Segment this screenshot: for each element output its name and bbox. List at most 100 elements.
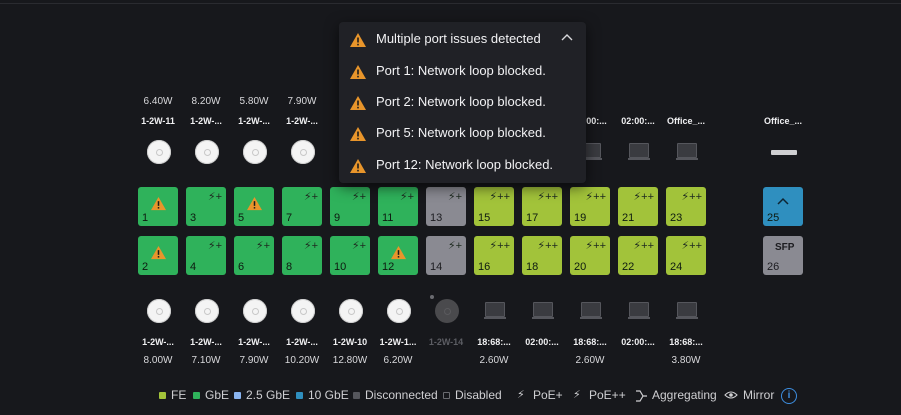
top-device-name: 02:00:... bbox=[621, 116, 655, 126]
bottom-device-name: 1-2W-... bbox=[190, 337, 222, 347]
legend-label: PoE++ bbox=[589, 388, 626, 402]
swatch bbox=[443, 392, 450, 399]
port-17[interactable]: ⚡++17 bbox=[522, 187, 562, 226]
poe-plus-plus-icon: ⚡++ bbox=[585, 191, 606, 203]
poe-plus-plus-icon: ⚡++ bbox=[585, 240, 606, 252]
port-number: 16 bbox=[478, 261, 491, 273]
port-19[interactable]: ⚡++19 bbox=[570, 187, 610, 226]
port-20[interactable]: ⚡++ 20 bbox=[570, 236, 610, 275]
bottom-device-name: 1-2W-14 bbox=[428, 337, 464, 347]
port-13[interactable]: ⚡+ 13 bbox=[426, 187, 466, 226]
poe-plus-icon: ⚡+ bbox=[303, 191, 318, 203]
port-3[interactable]: ⚡+3 bbox=[186, 187, 226, 226]
port-24[interactable]: ⚡++24 bbox=[666, 236, 706, 275]
port-26[interactable]: SFP 26 bbox=[763, 236, 803, 275]
swatch bbox=[296, 392, 303, 399]
port-21[interactable]: ⚡++ 21 bbox=[618, 187, 658, 226]
port-9[interactable]: ⚡+9 bbox=[330, 187, 370, 226]
port-6[interactable]: ⚡+6 bbox=[234, 236, 274, 275]
warning-icon bbox=[150, 196, 167, 216]
warning-icon bbox=[350, 33, 366, 47]
monitor-base bbox=[532, 317, 554, 319]
bottom-device-name: 18:68:... bbox=[477, 337, 511, 347]
port-number: 23 bbox=[670, 212, 683, 224]
bottom-device-name: 1-2W-... bbox=[238, 337, 270, 347]
top-wattage: 7.90W bbox=[287, 96, 317, 107]
bottom-device-name: 18:68:... bbox=[669, 337, 703, 347]
top-wattage: 5.80W bbox=[239, 96, 269, 107]
port-5[interactable]: 5 bbox=[234, 187, 274, 226]
poe-plus-icon: ⚡+ bbox=[447, 240, 462, 252]
warning-icon bbox=[246, 196, 263, 216]
port-number: 17 bbox=[526, 212, 539, 224]
bottom-device-name: 02:00:... bbox=[621, 337, 655, 347]
computer-icon bbox=[532, 302, 554, 319]
poe-plus-plus-icon: ⚡++ bbox=[633, 191, 654, 203]
port-number: 3 bbox=[190, 212, 197, 224]
port-number: 12 bbox=[382, 261, 395, 273]
chevron-up-icon[interactable] bbox=[560, 30, 574, 44]
bottom-wattage: 8.00W bbox=[143, 355, 173, 366]
port-7[interactable]: ⚡+7 bbox=[282, 187, 322, 226]
port-number: 10 bbox=[334, 261, 347, 273]
top-device-name: 1-2W-... bbox=[286, 116, 318, 126]
port-number: 1 bbox=[142, 212, 149, 224]
computer-icon bbox=[676, 302, 698, 319]
uplink-name: Office_... bbox=[763, 116, 802, 126]
poe-plus-icon: ⚡+ bbox=[303, 240, 318, 252]
bottom-wattage: 7.90W bbox=[239, 355, 269, 366]
bottom-device-name: 02:00:... bbox=[525, 337, 559, 347]
info-icon[interactable]: i bbox=[781, 388, 797, 404]
port-number: 13 bbox=[430, 212, 443, 224]
popup-item-text: Port 2: Network loop blocked. bbox=[376, 94, 546, 109]
monitor-screen bbox=[677, 143, 697, 158]
bottom-wattage: 3.80W bbox=[671, 355, 701, 366]
warning-icon bbox=[350, 96, 366, 110]
port-22[interactable]: ⚡++22 bbox=[618, 236, 658, 275]
port-10[interactable]: ⚡+10 bbox=[330, 236, 370, 275]
port-12[interactable]: 12 bbox=[378, 236, 418, 275]
bottom-device-name: 18:68:... bbox=[573, 337, 607, 347]
computer-icon bbox=[484, 302, 506, 319]
port-4[interactable]: ⚡+4 bbox=[186, 236, 226, 275]
port-number: 21 bbox=[622, 212, 635, 224]
port-25[interactable]: 25 bbox=[763, 187, 803, 226]
computer-icon bbox=[580, 302, 602, 319]
port-14[interactable]: ⚡+14 bbox=[426, 236, 466, 275]
top-divider bbox=[0, 3, 901, 4]
computer-icon bbox=[676, 143, 698, 160]
port-number: 25 bbox=[767, 212, 780, 224]
top-device-name: 02:00:... bbox=[573, 116, 607, 126]
port-18[interactable]: ⚡++18 bbox=[522, 236, 562, 275]
port-16[interactable]: ⚡++ 16 bbox=[474, 236, 514, 275]
chevron-up-icon bbox=[777, 194, 789, 208]
port-15[interactable]: ⚡++15 bbox=[474, 187, 514, 226]
aggregating-icon bbox=[636, 390, 647, 402]
port-8[interactable]: ⚡+ 8 bbox=[282, 236, 322, 275]
poe-plus-icon: ⚡+ bbox=[447, 191, 462, 203]
bottom-wattage: 10.20W bbox=[284, 355, 320, 366]
port-number: 20 bbox=[574, 261, 587, 273]
bottom-wattage: 2.60W bbox=[575, 355, 605, 366]
top-device-name: 1-2W-... bbox=[190, 116, 222, 126]
access-point-icon bbox=[195, 140, 219, 164]
poe-plus-plus-icon: ⚡++ bbox=[681, 240, 702, 252]
monitor-screen bbox=[677, 302, 697, 317]
port-number: 8 bbox=[286, 261, 293, 273]
access-point-icon bbox=[195, 299, 219, 323]
port-number: 22 bbox=[622, 261, 635, 273]
top-wattage: 6.40W bbox=[143, 96, 173, 107]
port-11[interactable]: ⚡+11 bbox=[378, 187, 418, 226]
poe-plus-plus-icon: ⚡++ bbox=[537, 240, 558, 252]
popup-item-text: Port 5: Network loop blocked. bbox=[376, 125, 546, 140]
swatch bbox=[193, 392, 200, 399]
legend-label: FE bbox=[171, 388, 187, 402]
port-issues-popup: Multiple port issues detected Port 1: Ne… bbox=[339, 22, 586, 183]
monitor-base bbox=[484, 317, 506, 319]
poe-plus-plus-icon: ⚡++ bbox=[489, 240, 510, 252]
popup-item-text: Port 1: Network loop blocked. bbox=[376, 63, 546, 78]
port-23[interactable]: ⚡++23 bbox=[666, 187, 706, 226]
port-1[interactable]: 1 bbox=[138, 187, 178, 226]
access-point-icon bbox=[243, 299, 267, 323]
port-2[interactable]: 2 bbox=[138, 236, 178, 275]
